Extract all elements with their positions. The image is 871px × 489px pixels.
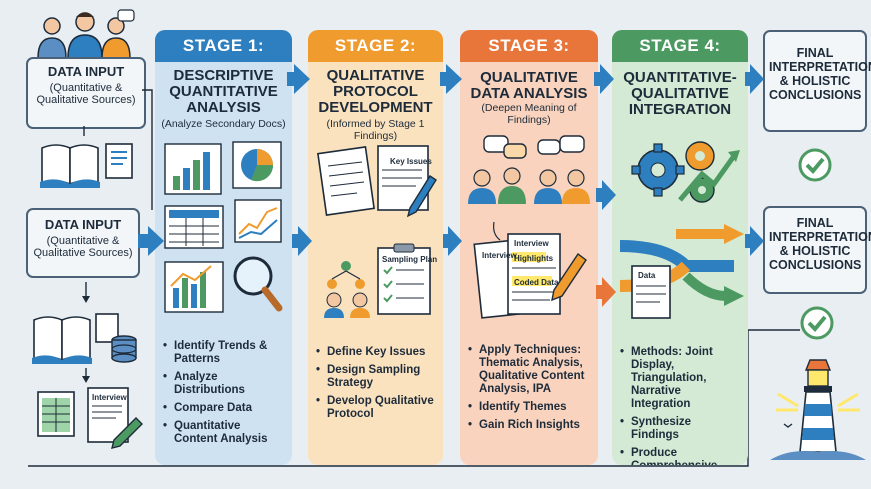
interview-doc-label: Interview xyxy=(92,393,127,402)
list-item: Methods: Joint Display, Triangulation, N… xyxy=(620,346,742,411)
stage-4-title: QUANTITATIVE-QUALITATIVE INTEGRATION xyxy=(623,69,737,118)
book-database-icon xyxy=(32,313,137,364)
stage-3-interview-icon: Interview Interview Highlights Coded Dat… xyxy=(468,135,590,319)
data-input-subtitle: (Quantitative & Qualitative Sources) xyxy=(36,82,136,106)
stage-2-title: QUALITATIVE PROTOCOL DEVELOPMENT xyxy=(318,67,433,116)
arrow-right-icon xyxy=(440,64,462,94)
stage-1-subtitle: (Analyze Secondary Docs) xyxy=(161,118,286,130)
stage-2-header: STAGE 2: xyxy=(308,30,443,62)
interview-label: Interview xyxy=(514,239,549,248)
data-input-title: DATA INPUT xyxy=(44,217,122,232)
key-issues-label: Key Issues xyxy=(390,157,432,166)
data-input-box-mid: DATA INPUT (Quantitative & Qualitative S… xyxy=(26,208,140,278)
interview-back-label: Interview xyxy=(482,251,517,260)
final-conclusion-title: FINAL INTERPRETATION & HOLISTIC CONCLUSI… xyxy=(769,216,871,272)
check-circle-icon xyxy=(798,148,832,182)
list-item: Apply Techniques: Thematic Analysis, Qua… xyxy=(468,344,592,396)
stage-3-subtitle: (Deepen Meaning of Findings) xyxy=(481,102,577,126)
list-item: Analyze Distributions xyxy=(163,371,286,397)
list-item: Synthesize Findings xyxy=(620,416,742,442)
list-item: Identify Trends & Patterns xyxy=(163,340,286,366)
stage-4-integration-icon: Data xyxy=(619,141,744,319)
final-conclusion-box-top: FINAL INTERPRETATION & HOLISTIC CONCLUSI… xyxy=(763,30,871,132)
stage-1-panel: STAGE 1: DESCRIPTIVE QUANTITATIVE ANALYS… xyxy=(155,30,292,465)
stage-3-header: STAGE 3: xyxy=(460,30,598,62)
people-group-icon xyxy=(37,9,135,59)
stage-3-bullet-list: Apply Techniques: Thematic Analysis, Qua… xyxy=(468,344,592,437)
list-item: Develop Qualitative Protocol xyxy=(316,395,437,421)
books-docs-icon xyxy=(40,143,133,188)
final-conclusion-box-mid: FINAL INTERPRETATION & HOLISTIC CONCLUSI… xyxy=(763,206,871,294)
sampling-plan-label: Sampling Plan xyxy=(382,255,437,264)
data-input-title: DATA INPUT xyxy=(47,64,125,79)
stage-2-bullet-list: Define Key Issues Design Sampling Strate… xyxy=(316,346,437,426)
stage-1-title: DESCRIPTIVE QUANTITATIVE ANALYSIS xyxy=(169,67,278,116)
data-doc-label: Data xyxy=(638,271,656,280)
highlights-label: Highlights xyxy=(514,254,554,263)
lighthouse-icon xyxy=(770,359,866,460)
stage-4-panel: STAGE 4: QUANTITATIVE-QUALITATIVE INTEGR… xyxy=(612,30,748,465)
stage-3-panel: STAGE 3: QUALITATIVE DATA ANALYSIS (Deep… xyxy=(460,30,598,465)
stage-1-charts-icon xyxy=(164,141,283,313)
stage-2-documents-icon: Key Issues Sampling Plan xyxy=(317,145,437,318)
check-circle-icon xyxy=(800,306,834,340)
data-input-box-top: DATA INPUT (Quantitative & Qualitative S… xyxy=(26,57,146,129)
stage-4-header: STAGE 4: xyxy=(612,30,748,62)
list-item: Produce Comprehensive Interpretation xyxy=(620,447,742,465)
list-item: Compare Data xyxy=(163,402,286,415)
stage-3-title: QUALITATIVE DATA ANALYSIS xyxy=(470,69,588,102)
final-conclusion-title: FINAL INTERPRETATION & HOLISTIC CONCLUSI… xyxy=(769,46,871,102)
stage-2-subtitle: (Informed by Stage 1 Findings) xyxy=(326,118,425,142)
data-input-subtitle: (Quantitative & Qualitative Sources) xyxy=(33,235,133,259)
stage-2-panel: STAGE 2: QUALITATIVE PROTOCOL DEVELOPMEN… xyxy=(308,30,443,465)
stage-4-bullet-list: Methods: Joint Display, Triangulation, N… xyxy=(620,346,742,465)
stage-1-header: STAGE 1: xyxy=(155,30,292,62)
stage-1-bullet-list: Identify Trends & Patterns Analyze Distr… xyxy=(163,340,286,451)
coded-data-label: Coded Data xyxy=(514,278,559,287)
list-item: Quantitative Content Analysis xyxy=(163,420,286,446)
list-item: Identify Themes xyxy=(468,401,592,414)
list-item: Define Key Issues xyxy=(316,346,437,359)
list-item: Design Sampling Strategy xyxy=(316,364,437,390)
list-item: Gain Rich Insights xyxy=(468,419,592,432)
spreadsheet-interview-icon xyxy=(37,387,143,449)
